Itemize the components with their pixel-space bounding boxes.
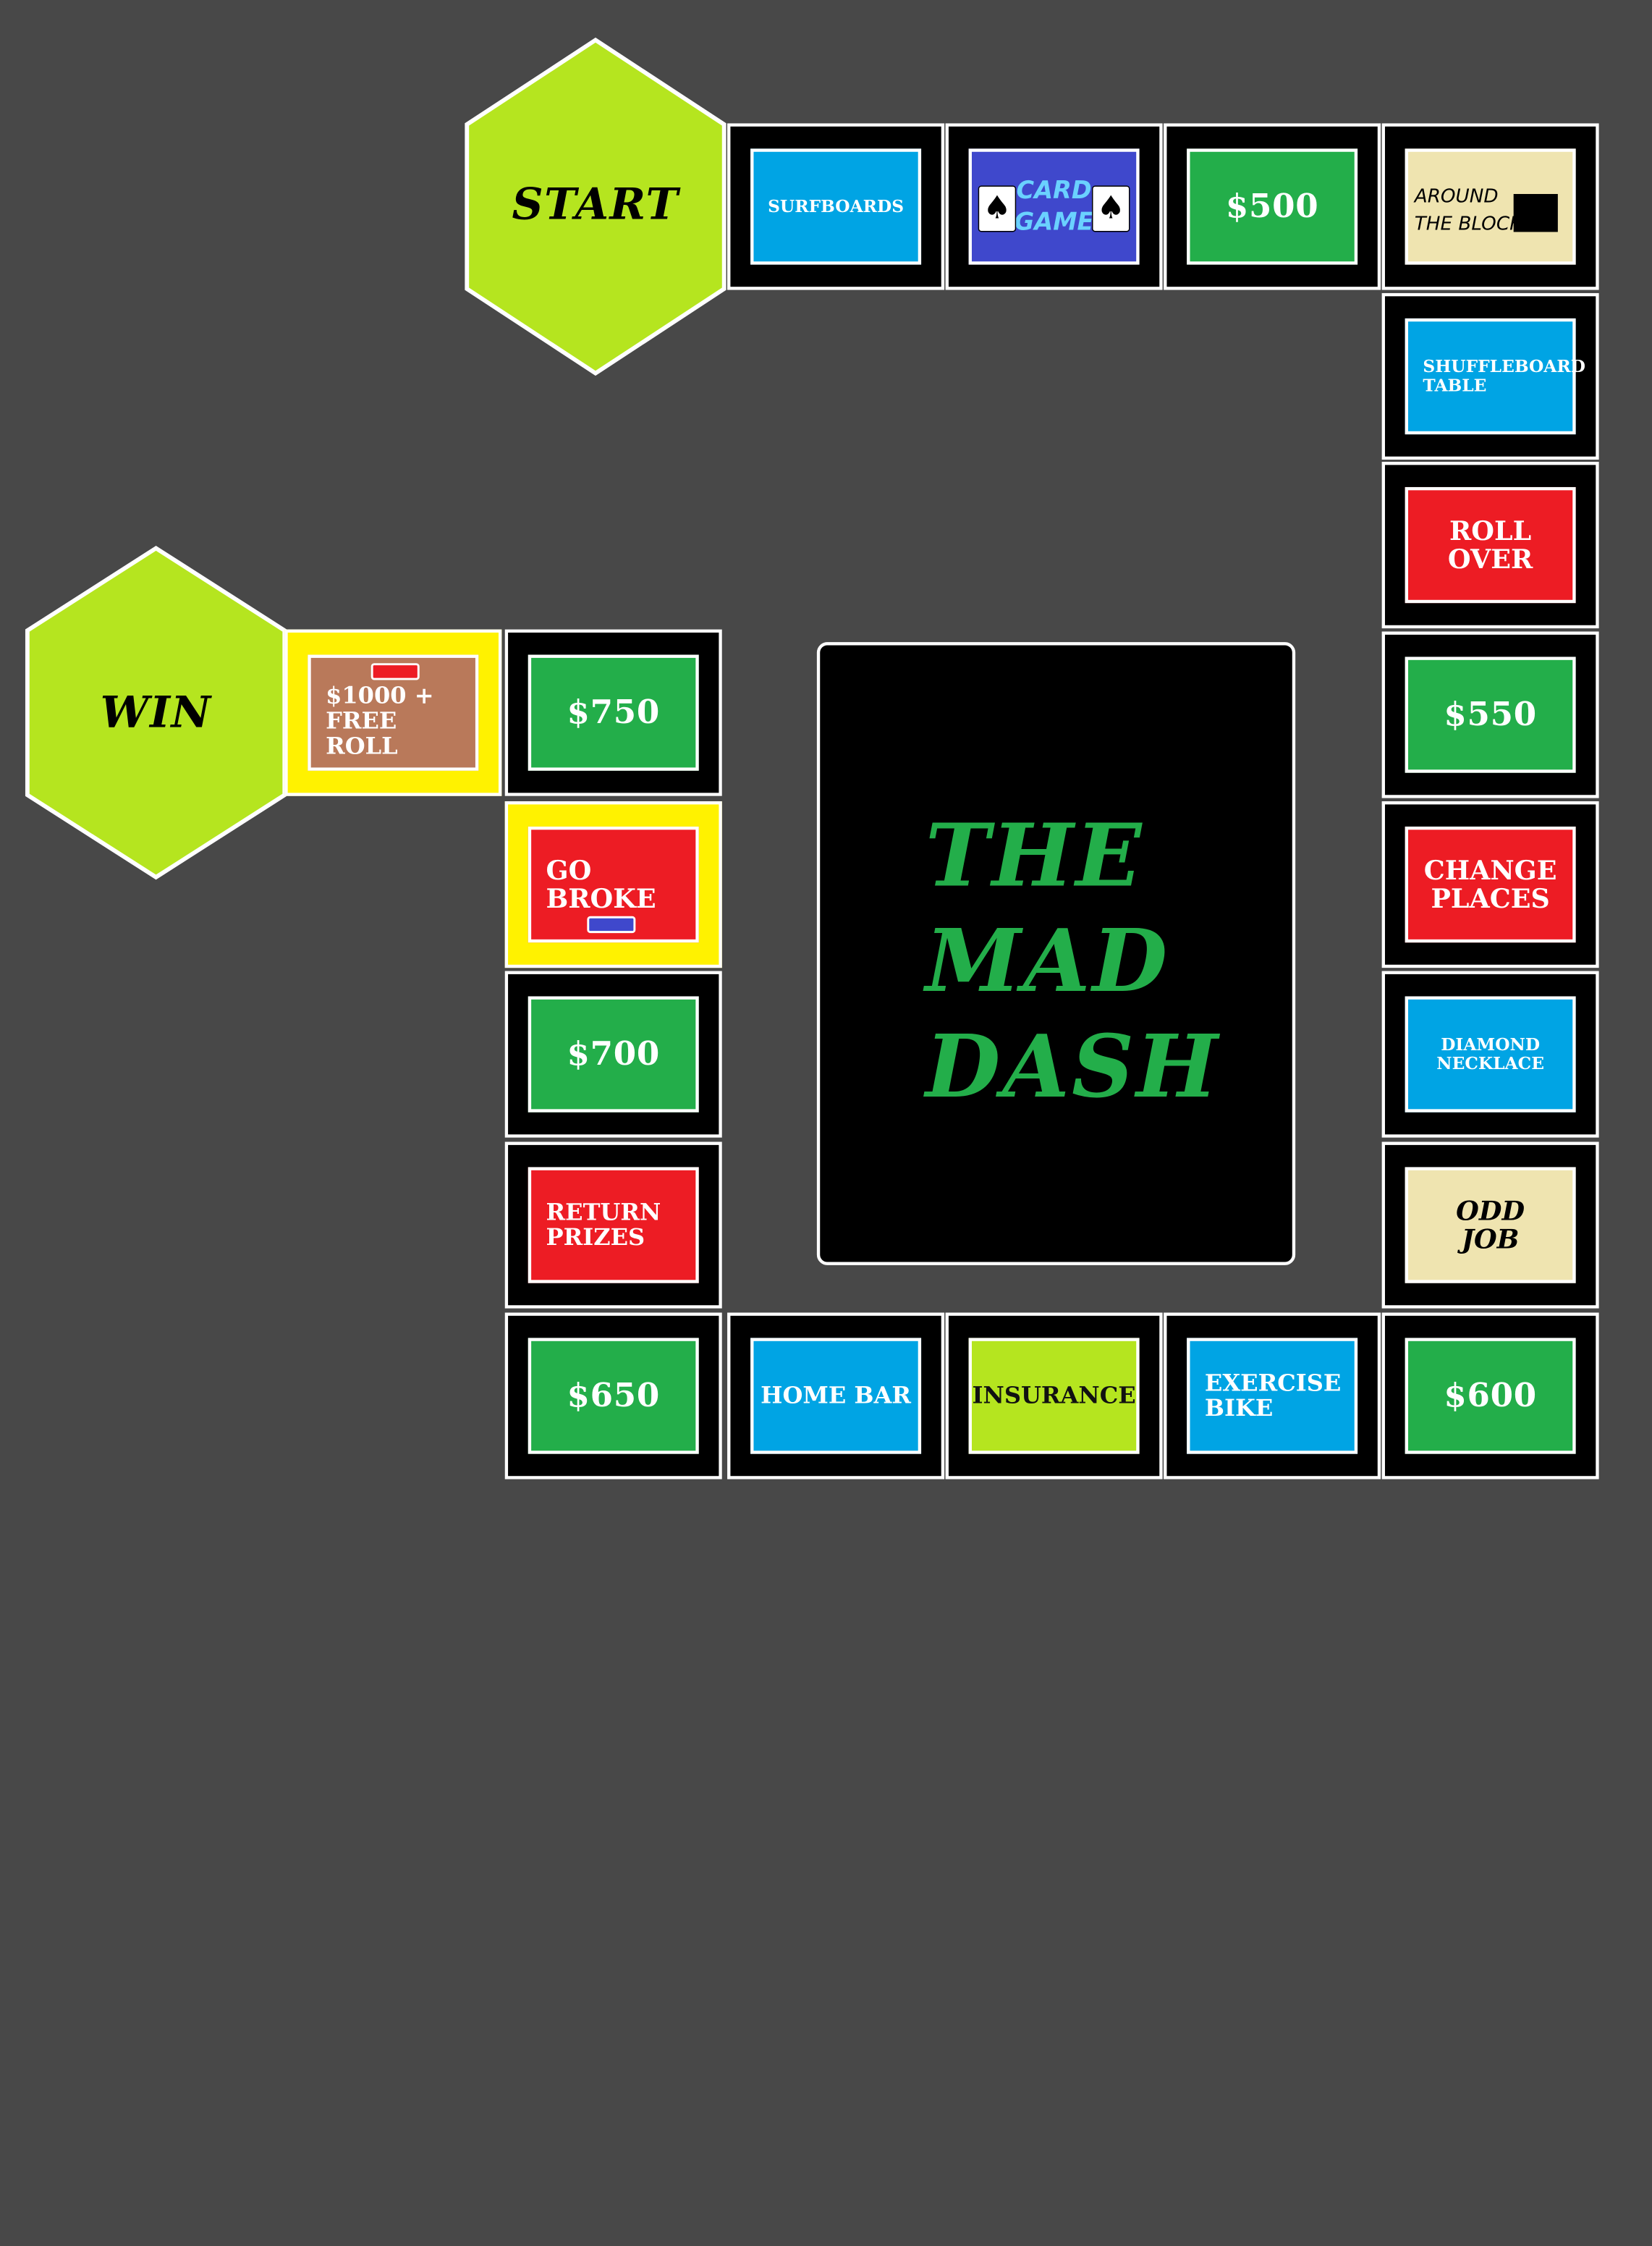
diamond-label: DIAMOND NECKLACE [1405, 996, 1576, 1113]
surfboards-label: SURFBOARDS [750, 148, 922, 265]
shuffleboard-label: SHUFFLEBOARD TABLE [1405, 318, 1585, 435]
space-surfboards[interactable]: SURFBOARDS [727, 123, 945, 290]
start-hexagon [465, 37, 727, 376]
black-block-icon [1513, 194, 1558, 232]
money-700-label: $700 [528, 996, 699, 1113]
card-game-tile: ♠ CARD GAME ♠ [968, 148, 1140, 265]
space-550[interactable]: $550 [1381, 631, 1599, 798]
space-600[interactable]: $600 [1381, 1312, 1599, 1479]
space-insurance[interactable]: INSURANCE [945, 1312, 1163, 1479]
exercise-bike-label: EXERCISE BIKE [1187, 1338, 1358, 1454]
space-diamond-necklace[interactable]: DIAMOND NECKLACE [1381, 971, 1599, 1138]
space-roll-over[interactable]: ROLL OVER [1381, 461, 1599, 629]
space-go-broke[interactable]: GO BROKE [504, 801, 722, 968]
roll-over-label: ROLL OVER [1405, 486, 1576, 604]
space-exercise-bike[interactable]: EXERCISE BIKE [1164, 1312, 1381, 1479]
title-card: THE MAD DASH [816, 642, 1296, 1265]
change-places-label: CHANGE PLACES [1405, 826, 1576, 943]
go-broke-label: GO BROKE [528, 826, 699, 943]
start-label: START [512, 179, 679, 229]
start-space[interactable]: START [464, 37, 727, 376]
win-label: WIN [100, 687, 212, 738]
space-around-the-block[interactable]: AROUND THE BLOCK [1381, 123, 1599, 290]
space-card-game[interactable]: ♠ CARD GAME ♠ [945, 123, 1163, 290]
insurance-label: INSURANCE [968, 1338, 1140, 1454]
space-change-places[interactable]: CHANGE PLACES [1381, 801, 1599, 968]
space-500[interactable]: $500 [1164, 123, 1381, 290]
around-block-tile: AROUND THE BLOCK [1405, 148, 1576, 265]
around-block-label: AROUND THE BLOCK [1414, 185, 1522, 235]
money-600-label: $600 [1405, 1338, 1576, 1454]
space-750[interactable]: $750 [504, 629, 722, 796]
space-odd-job[interactable]: ODD JOB [1381, 1141, 1599, 1309]
money-500-label: $500 [1187, 148, 1358, 265]
space-700[interactable]: $700 [504, 971, 722, 1138]
game-title: THE MAD DASH [925, 805, 1220, 1118]
blue-token-icon [587, 916, 636, 934]
money-550-label: $550 [1405, 657, 1576, 773]
money-750-label: $750 [528, 654, 699, 771]
space-return-prizes[interactable]: RETURN PRIZES [504, 1141, 722, 1309]
spade-ace-icon: ♠ [1092, 185, 1130, 232]
spade-ace-icon: ♠ [978, 185, 1017, 232]
win-space[interactable]: WIN [25, 545, 288, 885]
space-shuffleboard[interactable]: SHUFFLEBOARD TABLE [1381, 292, 1599, 460]
space-650[interactable]: $650 [504, 1312, 722, 1479]
free-roll-label: $1000 + FREE ROLL [308, 654, 479, 771]
card-game-label: CARD GAME [1014, 177, 1094, 237]
red-token-icon [370, 663, 420, 680]
space-home-bar[interactable]: HOME BAR [727, 1312, 945, 1479]
home-bar-label: HOME BAR [750, 1338, 922, 1454]
odd-job-label: ODD JOB [1405, 1167, 1576, 1283]
return-prizes-label: RETURN PRIZES [528, 1167, 699, 1283]
money-650-label: $650 [528, 1338, 699, 1454]
space-free-roll[interactable]: $1000 + FREE ROLL [284, 629, 502, 796]
